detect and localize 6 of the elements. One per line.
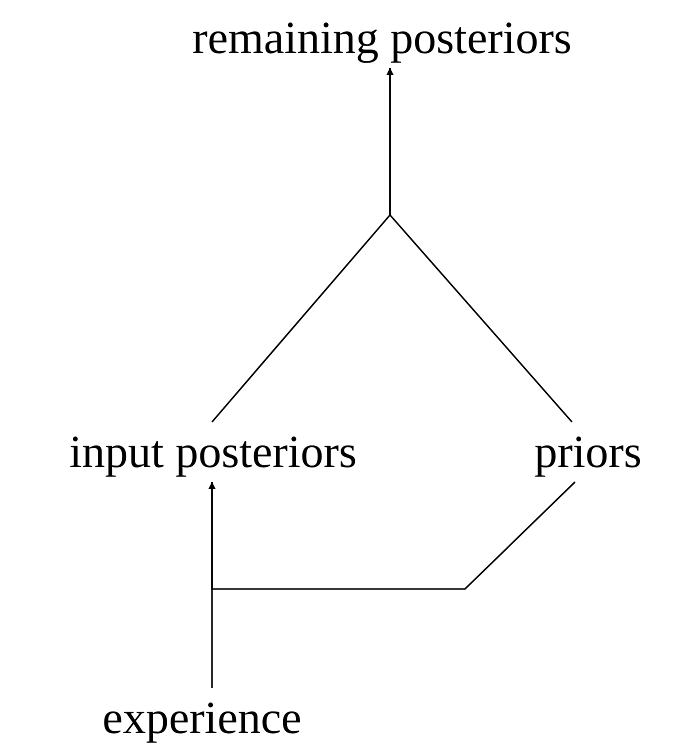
arrow bbox=[386, 68, 573, 423]
node-label: priors bbox=[534, 429, 642, 475]
node-label: input posteriors bbox=[69, 429, 357, 475]
node-label: experience bbox=[102, 695, 302, 741]
node-label: remaining posteriors bbox=[192, 15, 572, 61]
arrow bbox=[208, 481, 576, 590]
